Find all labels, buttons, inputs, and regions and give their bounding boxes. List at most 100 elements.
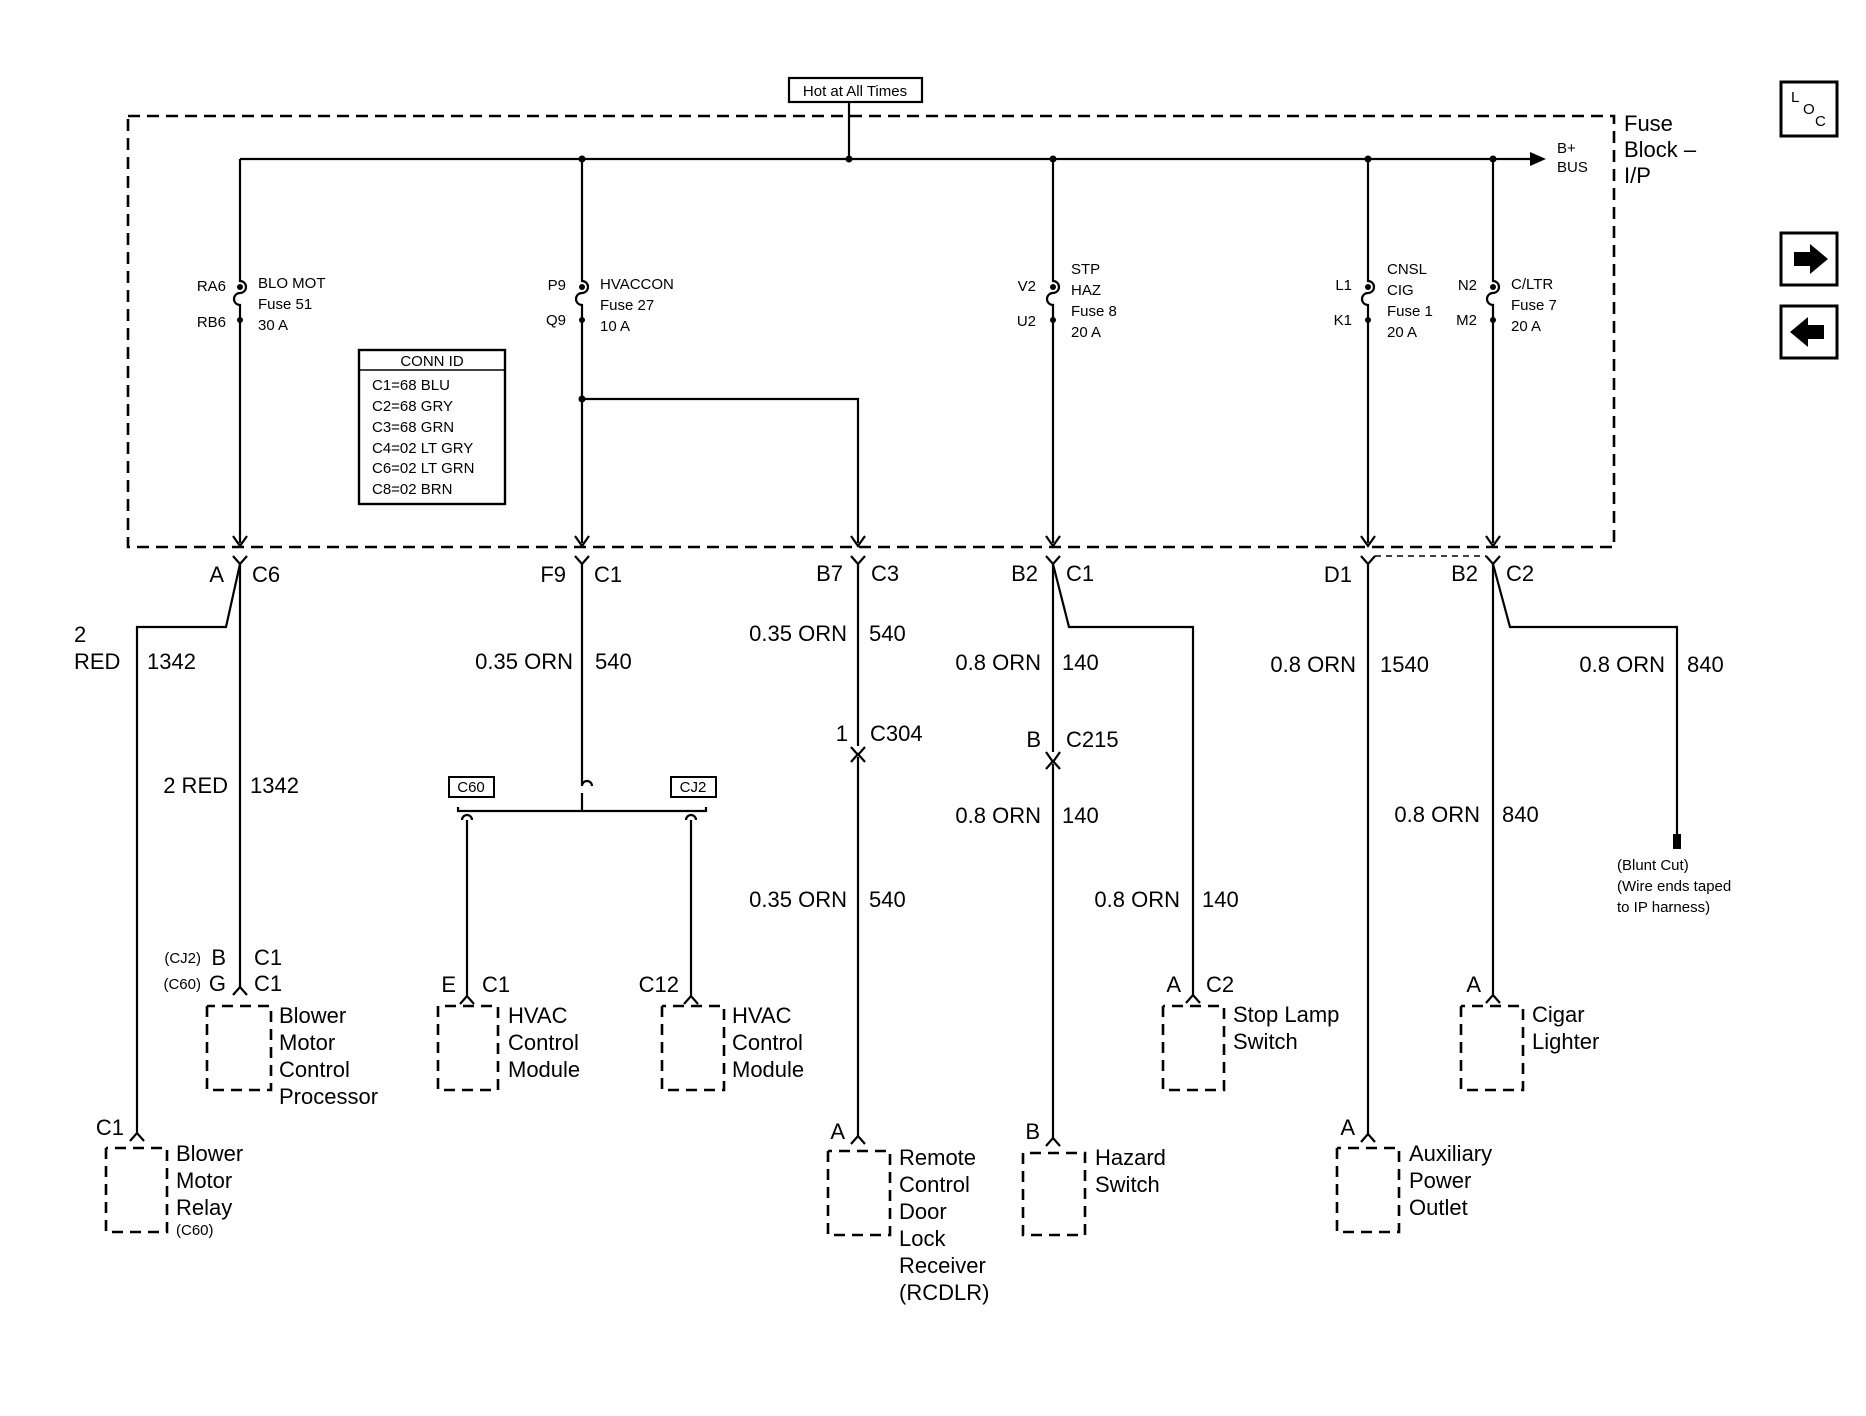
svg-text:Motor: Motor xyxy=(279,1030,335,1055)
svg-text:C6=02 LT GRN: C6=02 LT GRN xyxy=(372,460,474,477)
svg-text:HAZ: HAZ xyxy=(1071,282,1101,299)
hot-at-all-times-label: Hot at All Times xyxy=(803,83,907,100)
svg-text:C4=02 LT GRY: C4=02 LT GRY xyxy=(372,440,473,457)
svg-text:Blower: Blower xyxy=(279,1003,346,1028)
svg-text:Remote: Remote xyxy=(899,1145,976,1170)
svg-text:A: A xyxy=(209,562,224,587)
svg-text:840: 840 xyxy=(1502,802,1539,827)
circuit-540-rcdlr: 0.35 ORN 540 1 C304 0.35 ORN 540 xyxy=(749,564,923,1136)
svg-text:B: B xyxy=(211,945,226,970)
svg-text:0.35 ORN: 0.35 ORN xyxy=(749,887,847,912)
svg-text:Control: Control xyxy=(508,1030,579,1055)
svg-text:RED: RED xyxy=(74,649,120,674)
svg-text:HVAC: HVAC xyxy=(732,1003,792,1028)
fuse-block-title: Fuse Block – I/P xyxy=(1624,111,1697,188)
svg-text:C304: C304 xyxy=(870,721,923,746)
svg-text:Fuse 27: Fuse 27 xyxy=(600,297,654,314)
svg-text:I/P: I/P xyxy=(1624,163,1651,188)
fuse-block-boundary xyxy=(126,114,1616,549)
svg-text:C1=68 BLU: C1=68 BLU xyxy=(372,377,450,394)
fuse-hvaccon: P9 Q9 HVACCON Fuse 27 10 A xyxy=(546,159,860,543)
svg-text:C3: C3 xyxy=(871,561,899,586)
auxiliary-power-outlet: A Auxiliary Power Outlet xyxy=(1335,1115,1492,1234)
svg-text:C12: C12 xyxy=(639,972,679,997)
svg-text:Fuse 7: Fuse 7 xyxy=(1511,297,1557,314)
connector-symbols xyxy=(232,555,1501,566)
circuit-540-hvac: 0.35 ORN 540 C60 CJ2 xyxy=(448,564,717,996)
svg-text:F9: F9 xyxy=(540,562,566,587)
svg-text:M2: M2 xyxy=(1456,312,1477,329)
svg-text:L: L xyxy=(1791,89,1799,106)
hvac-control-module-2: C12 HVAC Control Module xyxy=(639,972,804,1092)
svg-text:(C60): (C60) xyxy=(163,976,201,993)
remote-control-door-lock-receiver: A Remote Control Door Lock Receiver (RCD… xyxy=(826,1119,989,1305)
svg-text:B2: B2 xyxy=(1011,561,1038,586)
bus-label-2: BUS xyxy=(1557,159,1588,176)
splice-cj2-tag xyxy=(670,776,717,798)
svg-text:C8=02 BRN: C8=02 BRN xyxy=(372,481,452,498)
svg-text:Fuse 8: Fuse 8 xyxy=(1071,303,1117,320)
svg-text:C215: C215 xyxy=(1066,727,1119,752)
blunt-cut-end-icon xyxy=(1673,834,1681,849)
svg-text:CONN ID: CONN ID xyxy=(400,353,464,370)
svg-text:2: 2 xyxy=(74,622,86,647)
svg-text:Control: Control xyxy=(732,1030,803,1055)
svg-text:Control: Control xyxy=(279,1057,350,1082)
svg-text:140: 140 xyxy=(1062,803,1099,828)
bus-arrow-icon xyxy=(1530,152,1546,166)
svg-text:A: A xyxy=(1340,1115,1355,1140)
fuse-cnsl-cig: L1 K1 CNSL CIG Fuse 1 20 A xyxy=(1334,159,1433,543)
svg-text:30 A: 30 A xyxy=(258,317,288,334)
svg-text:RB6: RB6 xyxy=(197,314,226,331)
svg-text:C2: C2 xyxy=(1506,561,1534,586)
svg-text:540: 540 xyxy=(869,887,906,912)
svg-text:Lock: Lock xyxy=(899,1226,946,1251)
hazard-switch: B Hazard Switch xyxy=(1021,1119,1166,1237)
svg-text:0.8 ORN: 0.8 ORN xyxy=(1579,652,1665,677)
svg-text:Block –: Block – xyxy=(1624,137,1697,162)
svg-text:STP: STP xyxy=(1071,261,1100,278)
bus-label-1: B+ xyxy=(1557,140,1576,157)
svg-text:CNSL: CNSL xyxy=(1387,261,1427,278)
blunt-cut-note-3: to IP harness) xyxy=(1617,899,1710,916)
svg-text:C3=68 GRN: C3=68 GRN xyxy=(372,419,454,436)
svg-text:U2: U2 xyxy=(1017,313,1036,330)
svg-text:Fuse: Fuse xyxy=(1624,111,1673,136)
svg-text:20 A: 20 A xyxy=(1387,324,1417,341)
svg-text:20 A: 20 A xyxy=(1071,324,1101,341)
svg-text:Cigar: Cigar xyxy=(1532,1002,1585,1027)
circuit-140: 0.8 ORN 140 B C215 0.8 ORN 140 0.8 ORN 1… xyxy=(955,563,1239,1138)
previous-page-button[interactable] xyxy=(1779,304,1839,360)
svg-text:1342: 1342 xyxy=(250,773,299,798)
svg-text:Module: Module xyxy=(732,1057,804,1082)
svg-text:L1: L1 xyxy=(1335,277,1352,294)
circuit-1540: 0.8 ORN 1540 xyxy=(1270,564,1429,1134)
svg-text:CJ2: CJ2 xyxy=(680,779,707,796)
svg-text:HVAC: HVAC xyxy=(508,1003,568,1028)
svg-text:0.35 ORN: 0.35 ORN xyxy=(475,649,573,674)
svg-text:Switch: Switch xyxy=(1233,1029,1298,1054)
svg-text:(CJ2): (CJ2) xyxy=(164,950,201,967)
splice-c60-tag xyxy=(448,776,495,798)
svg-text:BLO MOT: BLO MOT xyxy=(258,275,326,292)
svg-text:V2: V2 xyxy=(1018,278,1036,295)
svg-text:140: 140 xyxy=(1062,650,1099,675)
svg-text:C: C xyxy=(1815,113,1826,130)
svg-text:CIG: CIG xyxy=(1387,282,1414,299)
svg-text:P9: P9 xyxy=(548,277,566,294)
conn-id-table: CONN ID C1=68 BLU C2=68 GRY C3=68 GRN C4… xyxy=(357,348,507,506)
svg-text:Hazard: Hazard xyxy=(1095,1145,1166,1170)
svg-text:0.8 ORN: 0.8 ORN xyxy=(1394,802,1480,827)
svg-text:A: A xyxy=(1166,972,1181,997)
loc-button[interactable]: L O C xyxy=(1779,80,1839,138)
svg-text:C/LTR: C/LTR xyxy=(1511,276,1553,293)
fuse-stp-haz: V2 U2 STP HAZ Fuse 8 20 A xyxy=(1017,159,1117,543)
svg-text:B: B xyxy=(1025,1119,1040,1144)
next-page-button[interactable] xyxy=(1779,231,1839,287)
svg-text:D1: D1 xyxy=(1324,562,1352,587)
svg-text:C60: C60 xyxy=(457,779,485,796)
stop-lamp-switch: A C2 Stop Lamp Switch xyxy=(1161,972,1339,1092)
blower-motor-relay: C1 Blower Motor Relay (C60) xyxy=(96,1115,243,1239)
svg-text:E: E xyxy=(441,972,456,997)
